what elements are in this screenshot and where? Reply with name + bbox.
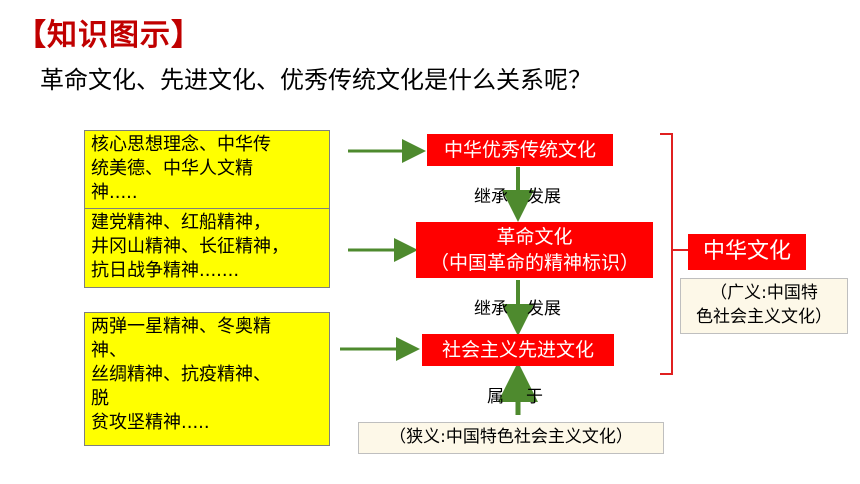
label-inherit-2: 继承 (474, 299, 508, 319)
revolutionary-subtitle: （中国革命的精神标识） (429, 252, 639, 274)
label-develop-2: 发展 (527, 299, 561, 319)
left-box-line: 抗日战争精神....... (91, 260, 240, 281)
broad-line-1: （广义:中国特 (710, 283, 818, 303)
box-traditional-culture: 中华优秀传统文化 (427, 134, 613, 166)
note-narrow-definition: （狭义:中国特色社会主义文化） (358, 422, 664, 454)
label-develop-1: 发展 (527, 187, 561, 207)
revolutionary-title: 革命文化 (496, 226, 573, 248)
broad-line-2: 色社会主义文化） (696, 307, 832, 327)
left-box-line: 神、 (91, 340, 127, 361)
left-box-line: 丝绸精神、抗疫精神、 (91, 364, 271, 385)
box-chinese-culture: 中华文化 (688, 234, 806, 270)
left-box-line: 贫攻坚精神..... (91, 412, 210, 433)
left-box-traditional: 核心思想理念、中华传 统美德、中华人文精 神..... (84, 130, 330, 210)
left-box-line: 井冈山精神、长征精神， (91, 236, 289, 257)
page-heading: 【知识图示】 (16, 18, 202, 53)
box-socialist-culture: 社会主义先进文化 (422, 334, 614, 366)
box-revolutionary-culture: 革命文化 （中国革命的精神标识） (416, 222, 653, 278)
label-inherit-1: 继承 (474, 187, 508, 207)
left-box-revolutionary: 建党精神、红船精神， 井冈山精神、长征精神， 抗日战争精神....... (84, 208, 330, 288)
right-bracket (660, 133, 673, 375)
label-belong-1: 属 (487, 387, 504, 407)
question-text: 革命文化、先进文化、优秀传统文化是什么关系呢？ (40, 66, 592, 94)
left-box-line: 统美德、中华人文精 (91, 158, 253, 179)
left-box-line: 脱 (91, 388, 109, 409)
note-broad-definition: （广义:中国特 色社会主义文化） (680, 278, 848, 334)
left-box-line: 核心思想理念、中华传 (91, 134, 271, 155)
left-box-socialist: 两弹一星精神、冬奥精 神、 丝绸精神、抗疫精神、 脱 贫攻坚精神..... (84, 312, 330, 446)
left-box-line: 建党精神、红船精神， (91, 212, 271, 233)
label-belong-2: 于 (526, 387, 543, 407)
left-box-line: 两弹一星精神、冬奥精 (91, 316, 271, 337)
left-box-line: 神..... (91, 182, 138, 203)
